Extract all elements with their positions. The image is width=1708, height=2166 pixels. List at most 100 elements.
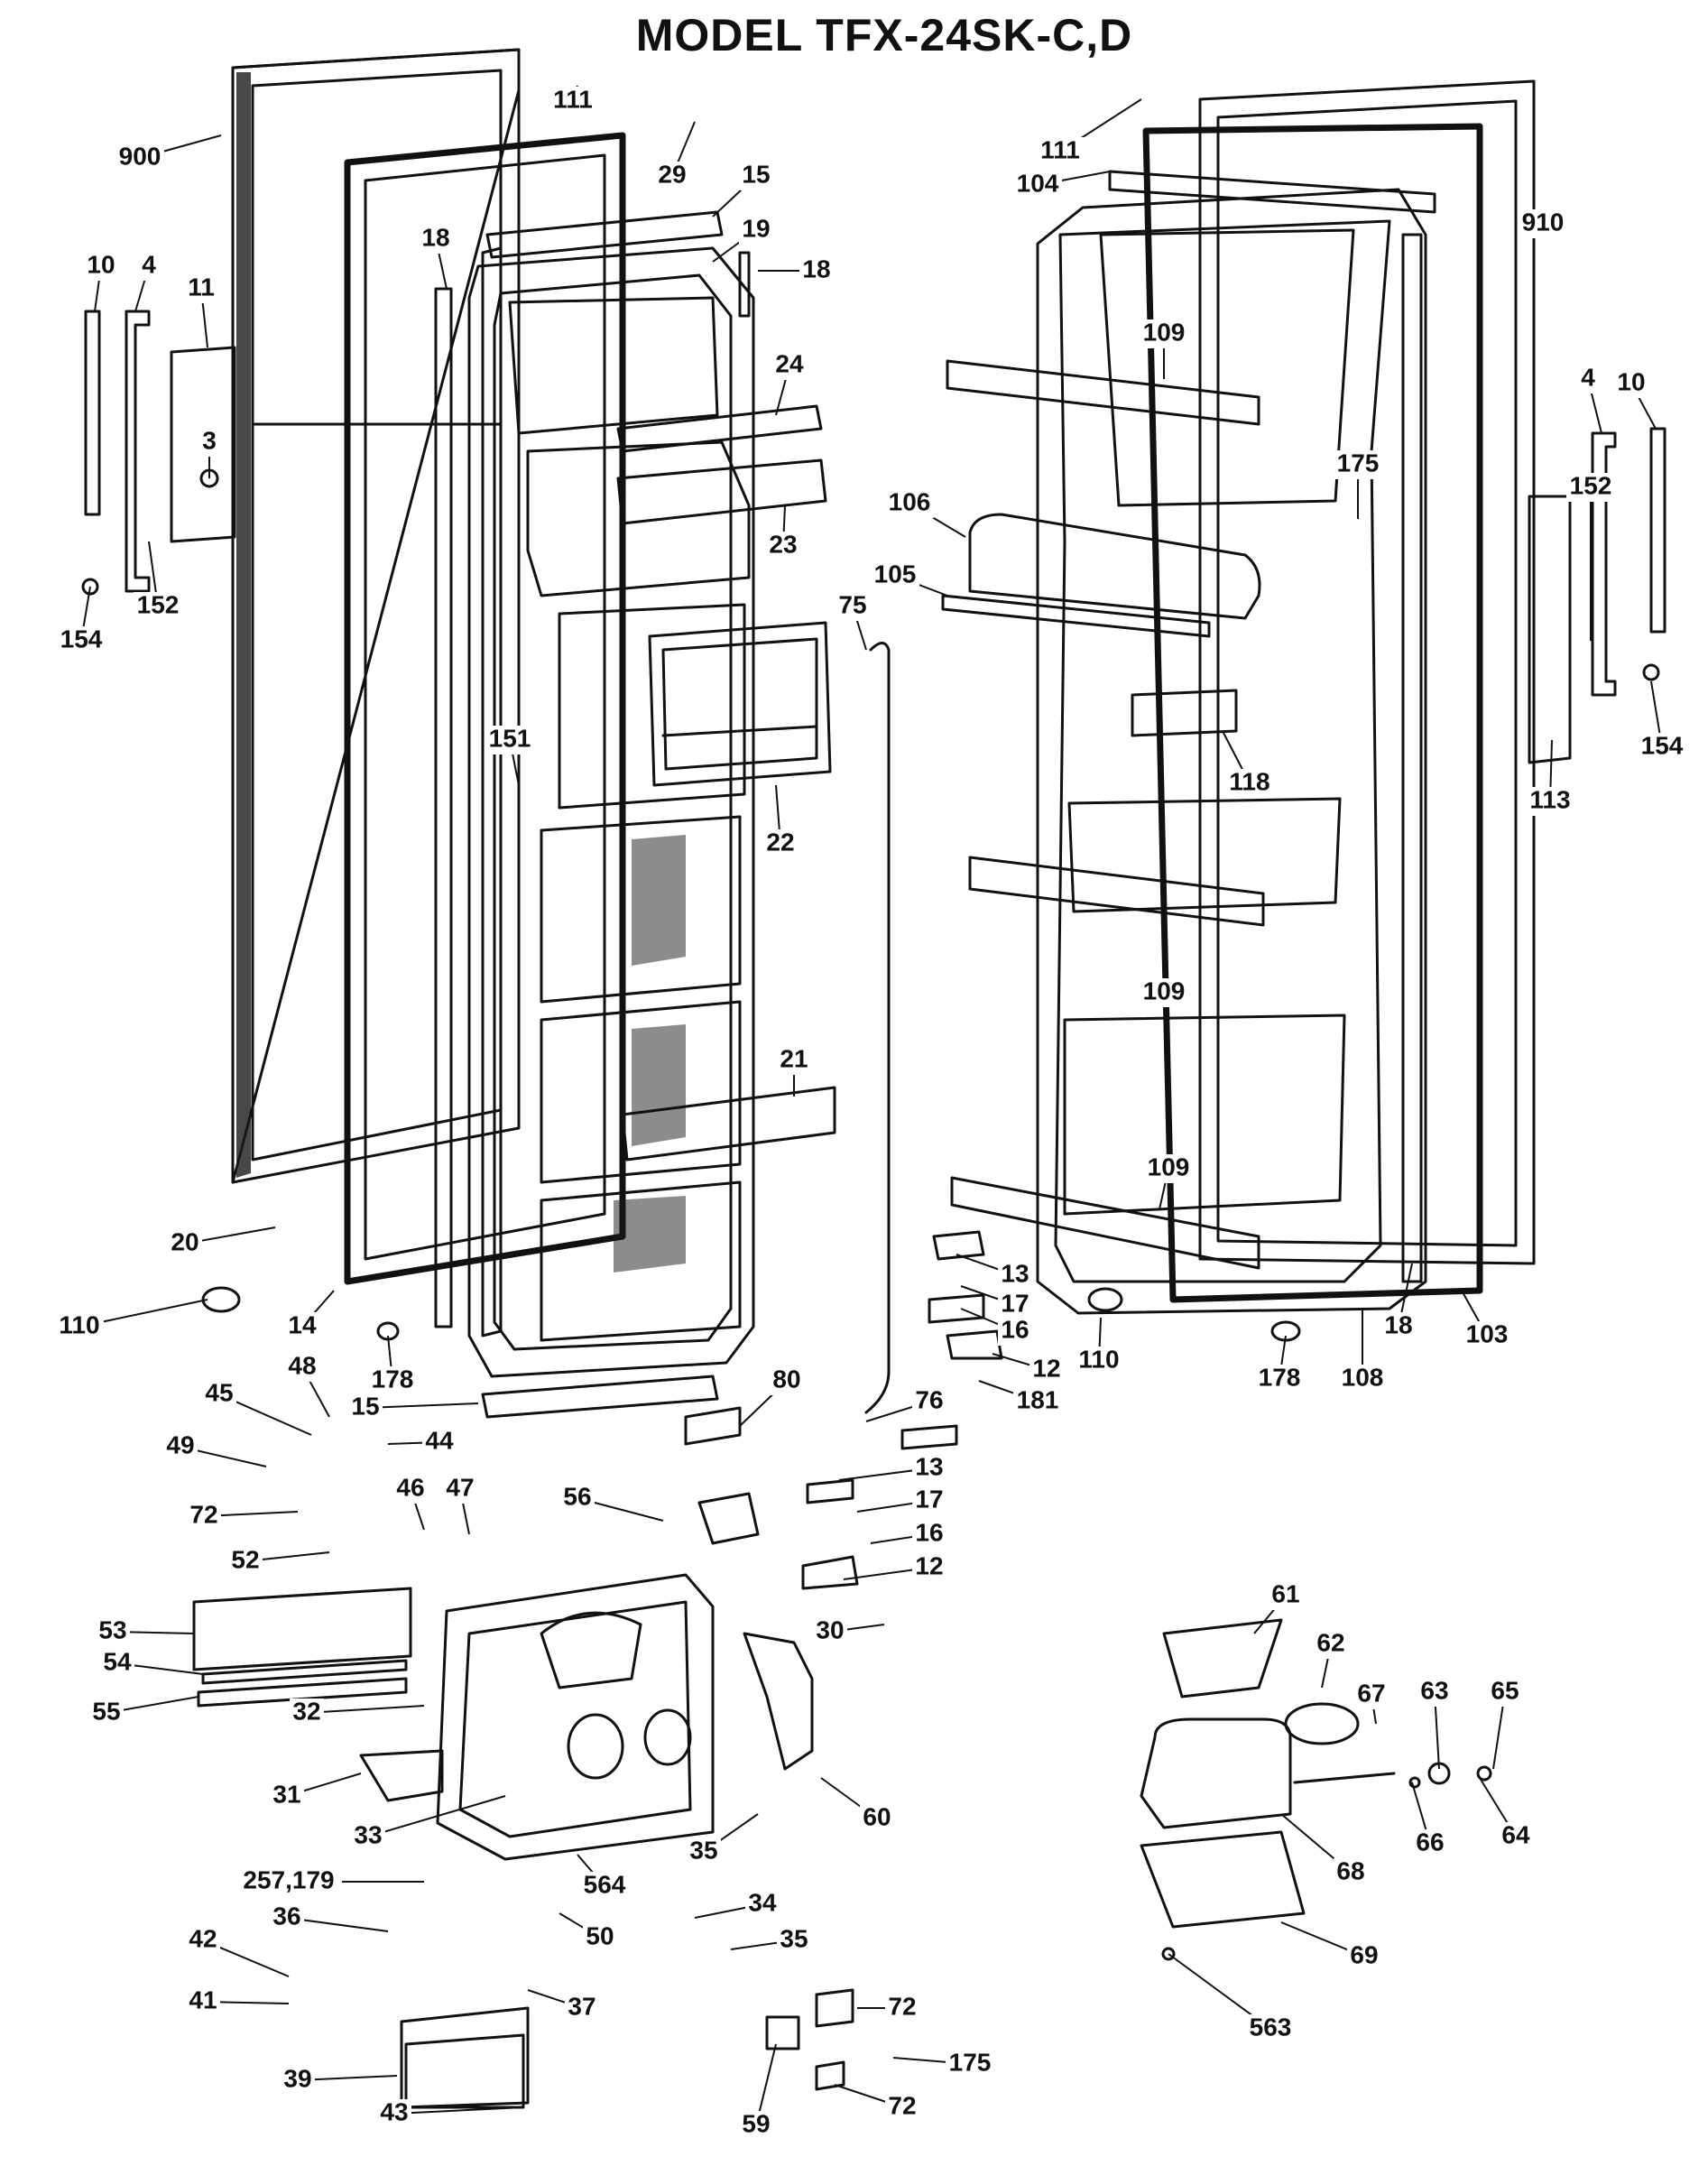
callout-bg-c30: [813, 1617, 847, 1646]
callout-label-c64: 64: [1501, 1820, 1530, 1848]
callout-bg-c18b: [799, 256, 834, 285]
dispenser-mechanism: [359, 1573, 715, 1861]
leader-line-c32: [306, 1705, 425, 1714]
left-door-liner: [467, 246, 755, 1378]
callout-label-c154b: 154: [1641, 731, 1684, 759]
callout-bg-c113: [1526, 787, 1574, 816]
left-door-outer-panel: [231, 48, 521, 1184]
callout-label-c15a: 15: [742, 160, 770, 188]
callout-bg-c563: [1246, 2014, 1295, 2043]
callout-bg-c12a: [912, 1553, 946, 1582]
callout-label-c21: 21: [780, 1044, 808, 1072]
callout-bg-c46: [393, 1475, 428, 1504]
callout-label-c12a: 12: [915, 1551, 943, 1579]
callout-bg-c105: [871, 561, 919, 590]
callout-bg-c44: [422, 1428, 457, 1457]
callout-label-c17a: 17: [915, 1485, 943, 1513]
callout-label-c30: 30: [816, 1615, 844, 1643]
right-door-liner: [1036, 170, 1436, 1315]
callout-bg-c181: [1013, 1387, 1062, 1416]
callout-label-c16a: 16: [915, 1518, 943, 1546]
callout-bg-c35a: [687, 1837, 721, 1866]
callout-label-c106: 106: [889, 487, 931, 515]
right-door-gasket: [1142, 123, 1483, 1303]
callout-bg-c47: [443, 1475, 477, 1504]
callout-label-c22: 22: [766, 828, 794, 856]
callout-bg-c18a: [419, 225, 453, 254]
callout-bg-c178a: [368, 1366, 417, 1395]
callout-label-c13a: 13: [915, 1452, 943, 1480]
callout-label-c175a: 175: [949, 2048, 992, 2076]
callout-bg-c175a: [946, 2050, 994, 2078]
callout-bg-c48: [285, 1353, 319, 1382]
callout-label-c18a: 18: [421, 223, 449, 251]
callout-label-c105: 105: [874, 560, 917, 588]
callout-bg-c111a: [549, 87, 597, 116]
callout-bg-c108: [1338, 1365, 1387, 1393]
small-parts: [201, 642, 1301, 2109]
callout-bg-c14: [285, 1312, 319, 1341]
callout-bg-c13b: [998, 1261, 1032, 1290]
callout-label-c47: 47: [446, 1473, 474, 1501]
callout-label-c4b: 4: [1581, 363, 1595, 391]
callout-bg-c34: [745, 1890, 780, 1919]
callout-bg-c35b: [777, 1926, 811, 1955]
callout-label-c60: 60: [863, 1802, 891, 1830]
callout-label-c72a: 72: [189, 1500, 217, 1528]
callout-bg-c32: [290, 1699, 324, 1727]
callout-label-c56: 56: [563, 1482, 591, 1510]
diagram-title: MODEL TFX-24SK-C,D: [635, 10, 1133, 60]
callout-label-c46: 46: [396, 1473, 424, 1501]
callout-label-c66: 66: [1416, 1828, 1444, 1856]
callout-bg-c22: [763, 829, 798, 858]
callout-bg-c900: [115, 143, 164, 172]
callout-label-c23: 23: [769, 530, 797, 558]
callout-label-c118: 118: [1229, 767, 1269, 795]
callout-label-c14: 14: [288, 1310, 317, 1338]
callout-label-c20: 20: [171, 1227, 198, 1255]
callout-bg-c910: [1519, 209, 1567, 238]
callout-label-c18b: 18: [802, 255, 830, 282]
callout-bg-c152b: [1566, 473, 1615, 502]
callout-label-c113: 113: [1529, 785, 1570, 813]
callout-label-c80: 80: [772, 1365, 800, 1393]
callout-bg-c60: [860, 1804, 894, 1833]
callout-bg-c61: [1269, 1581, 1303, 1610]
callout-label-c111a: 111: [553, 85, 593, 113]
callout-label-c110b: 110: [1078, 1345, 1119, 1373]
callout-bg-c15a: [739, 162, 773, 190]
callout-label-c50: 50: [586, 1921, 614, 1949]
callout-label-c564: 564: [584, 1870, 626, 1898]
callout-bg-c21: [777, 1046, 811, 1075]
callout-bg-c4a: [139, 252, 159, 281]
callout-bg-c24: [772, 351, 807, 380]
callout-bg-c56: [560, 1484, 595, 1513]
callout-bg-c64: [1499, 1822, 1533, 1851]
callout-label-c17b: 17: [1001, 1289, 1029, 1317]
callout-label-c19: 19: [742, 214, 770, 242]
callout-label-c175b: 175: [1337, 449, 1380, 477]
callout-bg-c110b: [1075, 1347, 1123, 1375]
callout-bg-c63: [1417, 1678, 1452, 1707]
callout-label-c62: 62: [1316, 1628, 1344, 1656]
callout-bg-c118: [1225, 769, 1274, 798]
callout-label-c104: 104: [1017, 169, 1059, 197]
callout-bg-c16a: [912, 1520, 946, 1549]
callout-bg-c175b: [1334, 450, 1382, 479]
callout-label-c75: 75: [838, 590, 866, 618]
callout-bg-c53: [96, 1617, 130, 1646]
callout-bg-c109a: [1140, 319, 1188, 348]
callout-label-c37: 37: [568, 1992, 595, 2020]
callout-label-c257: 257,179: [243, 1865, 334, 1893]
callout-label-c910: 910: [1522, 208, 1565, 236]
callout-label-c11: 11: [188, 273, 215, 301]
callout-label-c178b: 178: [1259, 1363, 1301, 1391]
callout-label-c18c: 18: [1384, 1310, 1412, 1338]
callout-label-c151: 151: [489, 724, 531, 752]
callout-bg-c75: [836, 592, 870, 621]
callout-bg-c33: [351, 1822, 385, 1851]
callout-bg-c20: [168, 1229, 202, 1258]
callout-bg-c564: [580, 1872, 629, 1901]
callout-bg-c178b: [1255, 1365, 1304, 1393]
